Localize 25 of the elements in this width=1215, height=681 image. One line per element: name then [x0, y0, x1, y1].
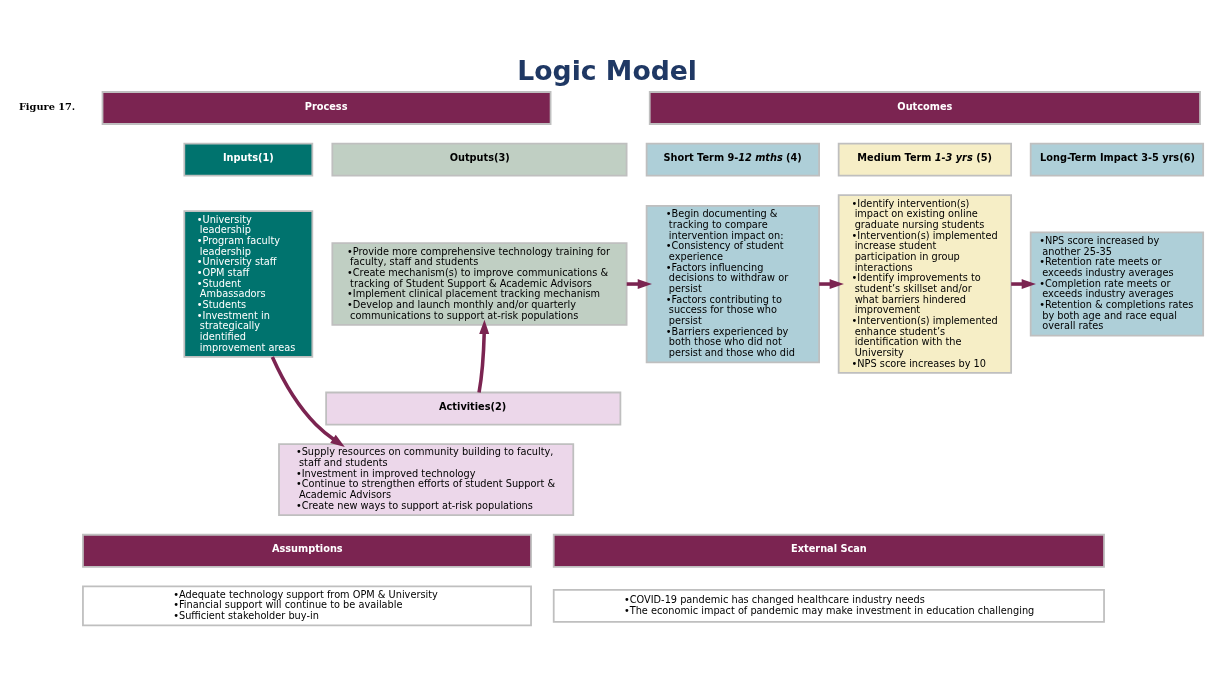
- node-box: Long-Term Impact 3-5 yrs(6): [1029, 142, 1205, 177]
- node-box: •NPS score increased by another 25-35 •Retention rate meets or exceeds industry averages •Completion rate meets or exceeds industry averages •Retention & completions rates by both age and race equal overall rates: [1029, 231, 1205, 337]
- arrow: [626, 279, 652, 290]
- node-box: •COVID-19 pandemic has changed healthcare industry needs •The economic impact of pandemic may make investment in education challenging: [552, 589, 1105, 623]
- node-box: •Begin documenting & tracking to compare intervention impact on: •Consistency of student experience •Factors influencing decisions to withdraw or persist •Factors contributing to success for those who persist •Barriers experienced by both those who did not persist and those who did: [645, 204, 820, 364]
- diagram-title: Logic Model: [517, 54, 698, 86]
- node-box: Process: [101, 91, 552, 125]
- node-box: •Adequate technology support from OPM & University •Financial support will continue to be available •Sufficient stakeholder buy-in: [82, 585, 532, 627]
- node-box: Activities(2): [325, 391, 622, 426]
- arrow: [477, 319, 490, 393]
- node-box: Outcomes: [648, 91, 1201, 125]
- node-box: •Provide more comprehensive technology training for faculty, staff and students •Create mechanism(s) to improve communications & tracking of Student Support & Academic Advisors •Implement clinical placement tracking mechanism •Develop and launch monthly and/or quarterly communications to support at-risk populations: [331, 242, 628, 326]
- arrow: [270, 356, 345, 447]
- node-box: •Identify intervention(s) impact on existing online graduate nursing students •Intervention(s) implemented increase student participation in group interactions •Identify improvements to student’s skillset and/or what barriers hindered improvement •Intervention(s) implemented enhance student’s identification with the University •NPS score increases by 10: [837, 194, 1012, 374]
- node-box: Assumptions: [82, 533, 532, 568]
- node-box: External Scan: [552, 533, 1105, 568]
- arrow: [1011, 279, 1036, 290]
- node-box: Inputs(1): [183, 142, 314, 177]
- node-box: Short Term 9-12 mths (4): [645, 142, 820, 177]
- node-box: •Supply resources on community building to faculty, staff and students •Investment in improved technology •Continue to strengthen efforts of student Support & Academic Advisors •Create new ways to support at-risk populations: [278, 443, 575, 517]
- node-box: •University leadership •Program faculty leadership •University staff •OPM staff •Student Ambassadors •Students •Investment in strategically identified improvement areas: [183, 210, 314, 358]
- arrow: [819, 279, 844, 290]
- label: Figure 17.: [18, 100, 76, 112]
- node-box: Medium Term 1-3 yrs (5): [837, 142, 1012, 177]
- node-box: Outputs(3): [331, 142, 628, 177]
